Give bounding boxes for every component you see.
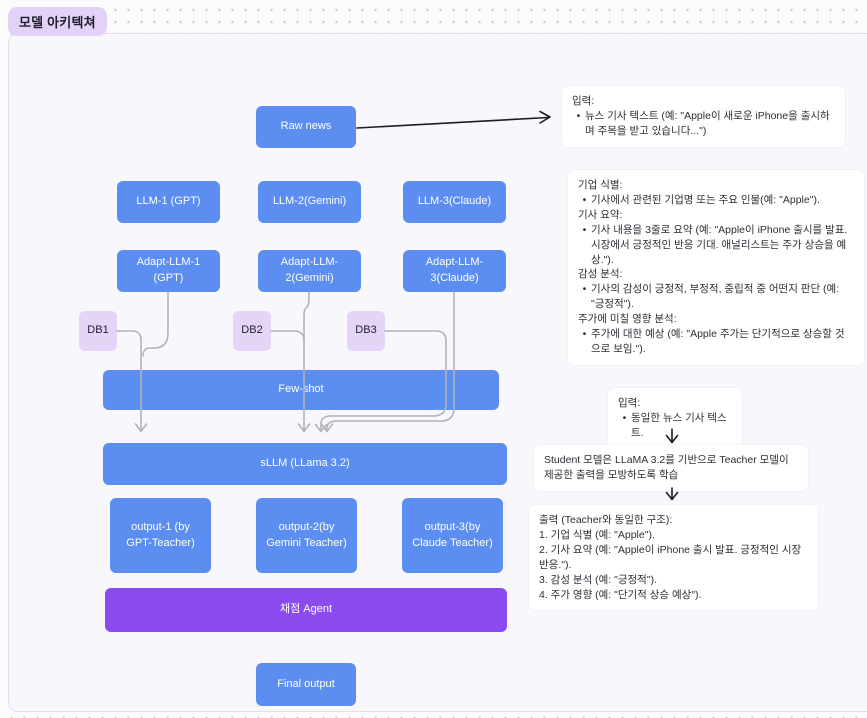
node-raw-news[interactable]: Raw news [256,106,356,148]
note-student-input[interactable]: 입력: • 동일한 뉴스 기사 텍스트. [608,388,742,449]
note-line-text: 기사에서 관련된 기업명 또는 주요 인물(예: "Apple"). [591,193,820,206]
node-adapt-llm-1[interactable]: Adapt-LLM-1 (GPT) [117,250,220,292]
node-adapt-llm-3[interactable]: Adapt-LLM-3(Claude) [403,250,506,292]
note-line-text: 동일한 뉴스 기사 텍스트. [631,411,727,439]
node-llm-3-claude[interactable]: LLM-3(Claude) [403,181,506,223]
note-student-training[interactable]: Student 모델은 LLaMA 3.2를 기반으로 Teacher 모델이 … [534,445,808,491]
bullet-marker: • [582,223,587,236]
node-output-2[interactable]: output-2(by Gemini Teacher) [256,498,357,573]
node-output-3[interactable]: output-3(by Claude Teacher) [402,498,503,573]
node-final-output[interactable]: Final output [256,663,356,706]
note-line-text: 기사의 감성이 긍정적, 부정적, 중립적 중 어떤지 판단 (예: "긍정적"… [591,283,840,311]
node-llm-1-gpt[interactable]: LLM-1 (GPT) [117,181,220,223]
note-teacher-task[interactable]: 기업 식별: • 기사에서 관련된 기업명 또는 주요 인물(예: "Apple")… [568,170,864,365]
note-line: 감성 분석: [578,268,623,281]
note-line: 주가에 미칠 영향 분석: [578,313,677,326]
node-sllm-llama[interactable]: sLLM (LLama 3.2) [103,443,507,485]
node-grading-agent[interactable]: 채점 Agent [105,588,507,632]
bullet-marker: • [622,411,627,424]
node-few-shot[interactable]: Few-shot [103,370,499,410]
node-db3[interactable]: DB3 [347,311,385,351]
note-line: 4. 주가 영향 (예: "단기적 상승 예상"). [539,588,702,601]
note-line: 기사 요약: [578,208,623,221]
note-line: 2. 기사 요약 (예: "Apple이 iPhone 출시 발표. 긍정적인 … [539,543,802,571]
note-line: • 기사의 감성이 긍정적, 부정적, 중립적 중 어떤지 판단 (예: "긍정적… [578,282,854,312]
note-student-output[interactable]: 출력 (Teacher와 동일한 구조): 1. 기업 식별 (예: "Apple… [529,505,818,611]
note-line: 3. 감성 분석 (예: "긍정적"). [539,573,657,586]
bullet-marker: • [582,193,587,206]
note-line-text: 주가에 대한 예상 (예: "Apple 주가는 단기적으로 상승할 것으로 보… [591,328,845,355]
node-db1[interactable]: DB1 [79,311,117,351]
note-line-text: 기사 내용을 3줄로 요약 (예: "Apple이 iPhone 출시를 발표.… [591,223,848,266]
bullet-marker: • [576,109,581,122]
note-line: • 동일한 뉴스 기사 텍스트. [618,411,732,441]
node-output-1[interactable]: output-1 (by GPT-Teacher) [110,498,211,573]
note-line: 출력 (Teacher와 동일한 구조): [539,514,673,526]
note-line: • 기사 내용을 3줄로 요약 (예: "Apple이 iPhone 출시를 발표… [578,223,854,268]
bullet-marker: • [582,283,587,296]
note-line: • 주가에 대한 예상 (예: "Apple 주가는 단기적으로 상승할 것으로 … [578,327,854,357]
note-line-text: 뉴스 기사 텍스트 (예: "Apple이 새로운 iPhone을 출시하며 주… [585,109,830,137]
node-db2[interactable]: DB2 [233,311,271,351]
section-title-badge[interactable]: 모델 아키텍쳐 [8,7,107,36]
note-line: 입력: [572,95,595,107]
note-line: Student 모델은 LLaMA 3.2를 기반으로 Teacher 모델이 … [544,454,789,481]
note-line: 입력: [618,397,641,409]
note-input-news[interactable]: 입력: • 뉴스 기사 텍스트 (예: "Apple이 새로운 iPhone을 출시… [562,86,845,147]
note-line: 기업 식별: [578,179,623,191]
note-line: • 뉴스 기사 텍스트 (예: "Apple이 새로운 iPhone을 출시하며 … [572,109,835,139]
node-llm-2-gemini[interactable]: LLM-2(Gemini) [258,181,361,223]
bullet-marker: • [582,328,587,341]
node-adapt-llm-2[interactable]: Adapt-LLM-2(Gemini) [258,250,361,292]
note-line: • 기사에서 관련된 기업명 또는 주요 인물(예: "Apple"). [578,193,854,208]
note-line: 1. 기업 식별 (예: "Apple"). [539,528,655,541]
